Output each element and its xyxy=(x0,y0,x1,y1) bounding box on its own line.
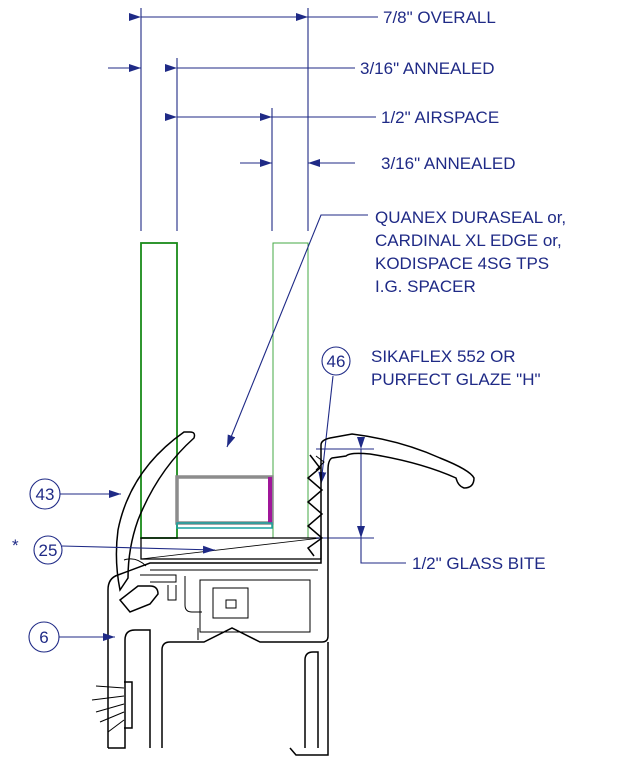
callout-25: * 25 xyxy=(12,535,216,565)
callout-25-mark: * xyxy=(12,536,19,555)
sealant-note-line-2: PURFECT GLAZE "H" xyxy=(371,370,541,389)
extension-lines xyxy=(140,8,309,231)
dimension-airspace-label: 1/2" AIRSPACE xyxy=(381,108,499,127)
callout-6-label: 6 xyxy=(39,628,48,647)
sealant-note-line-1: SIKAFLEX 552 OR xyxy=(371,347,516,366)
callout-25-label: 25 xyxy=(39,541,58,560)
spacer-note-line-1: QUANEX DURASEAL or, xyxy=(375,208,566,227)
glazing-bead xyxy=(115,431,196,592)
dimension-glass-bite-label: 1/2" GLASS BITE xyxy=(412,554,546,573)
inner-glass-lite xyxy=(272,242,309,539)
secondary-seal xyxy=(176,522,273,529)
dimension-inner-glass: 3/16" ANNEALED xyxy=(240,154,516,173)
dimension-inner-glass-label: 3/16" ANNEALED xyxy=(381,154,516,173)
dimension-airspace: 1/2" AIRSPACE xyxy=(165,108,499,127)
dimension-outer-glass-label: 3/16" ANNEALED xyxy=(360,59,495,78)
callout-43: 43 xyxy=(29,478,121,510)
spacer-note-line-2: CARDINAL XL EDGE or, xyxy=(375,231,562,250)
sealant-bead xyxy=(306,454,325,557)
dimension-outer-glass: 3/16" ANNEALED xyxy=(108,59,495,78)
dimension-overall-label: 7/8" OVERALL xyxy=(383,8,496,27)
ig-spacer xyxy=(175,475,274,529)
callout-6: 6 xyxy=(28,621,115,653)
callout-43-label: 43 xyxy=(36,485,55,504)
callout-circle-icon xyxy=(321,346,351,376)
outer-glass-lite xyxy=(140,242,178,539)
callout-46-label: 46 xyxy=(327,352,346,371)
spacer-note: QUANEX DURASEAL or, CARDINAL XL EDGE or,… xyxy=(226,208,566,448)
sealant-note: SIKAFLEX 552 OR PURFECT GLAZE "H" xyxy=(371,347,541,389)
spacer-note-line-4: I.G. SPACER xyxy=(375,277,476,296)
spacer-note-line-3: KODISPACE 4SG TPS xyxy=(375,254,549,273)
dimension-glass-bite: 1/2" GLASS BITE xyxy=(316,437,546,573)
frame-profile xyxy=(107,433,475,756)
callout-46: 46 xyxy=(318,346,351,485)
dimension-overall: 7/8" OVERALL xyxy=(129,8,496,27)
weather-strip xyxy=(91,681,133,733)
callout-circle-icon xyxy=(33,535,63,565)
